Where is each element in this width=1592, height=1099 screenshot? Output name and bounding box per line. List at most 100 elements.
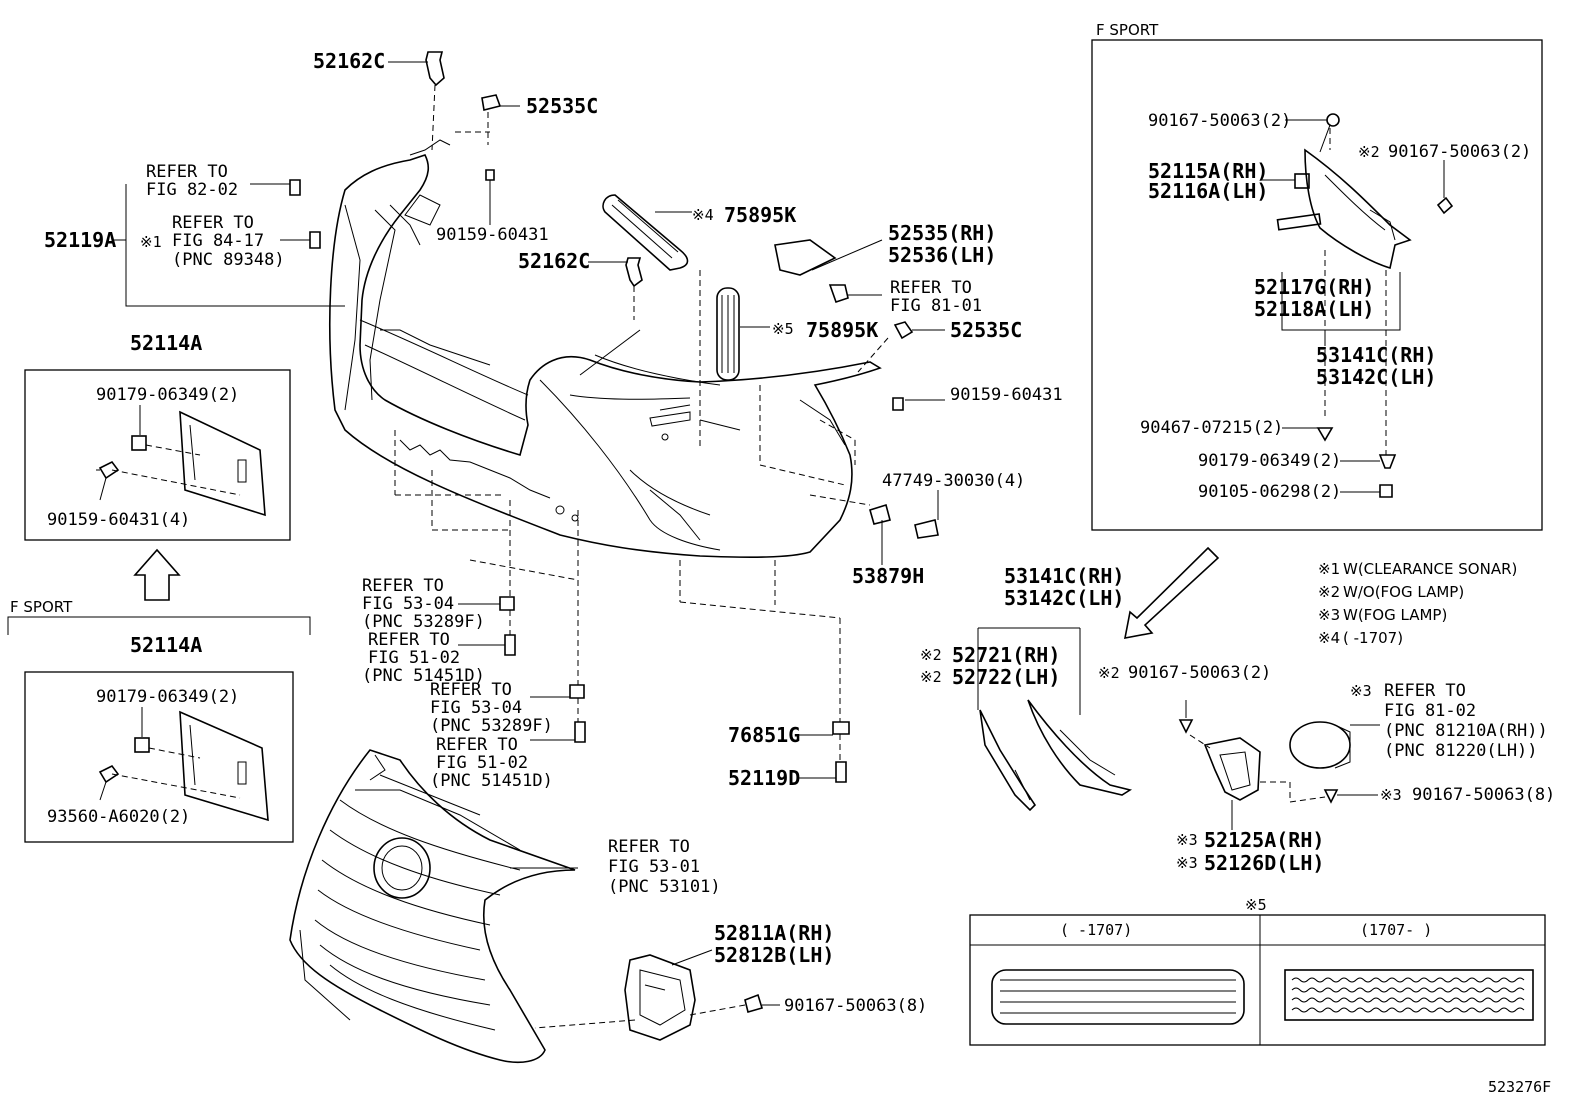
- f-sport-left-label: F SPORT: [10, 598, 73, 616]
- ref-53-01-line3: (PNC 53101): [608, 877, 721, 897]
- legend-item-3-mark: ※3: [1318, 606, 1340, 624]
- legend-item-2-text: W/O(FOG LAMP): [1343, 583, 1464, 601]
- ref-51-02-a-line1: REFER TO: [368, 630, 450, 650]
- leader-lines: [96, 61, 1445, 1029]
- ref-84-17-line1: REFER TO: [172, 213, 254, 233]
- mark-2-a: ※2: [920, 646, 942, 664]
- label-52114a-top: 52114A: [130, 331, 202, 355]
- f-sport-box: [1091, 39, 1543, 531]
- mark-2-c: ※2: [1098, 664, 1120, 682]
- fs-label-90179: 90179-06349(2): [1198, 451, 1341, 471]
- ref-81-02-line3: (PNC 81210A(RH)): [1384, 721, 1548, 741]
- legend-item-1-mark: ※1: [1318, 560, 1340, 578]
- legend-item-1-text: W(CLEARANCE SONAR): [1343, 560, 1517, 578]
- label-52119a: 52119A: [44, 228, 116, 252]
- fs-label-53141c: 53141C(RH): [1316, 343, 1436, 367]
- label-90167-8b: 90167-50063(8): [1412, 785, 1555, 805]
- detail-5-left-header: ( -1707): [1060, 921, 1132, 939]
- label-52722: 52722(LH): [952, 665, 1060, 689]
- ref-53-04-a-line3: (PNC 53289F): [362, 612, 485, 632]
- mark-3-d: ※3: [1176, 854, 1198, 872]
- label-90167-2-mid: 90167-50063(2): [1128, 663, 1271, 683]
- ref-81-01-line1: REFER TO: [890, 278, 972, 298]
- fs-mark-2: ※2: [1358, 143, 1380, 161]
- label-53141c-mid: 53141C(RH): [1004, 564, 1124, 588]
- fasteners: [289, 51, 939, 1013]
- label-93560: 93560-A6020(2): [47, 807, 190, 827]
- fs-label-53142c: 53142C(LH): [1316, 365, 1436, 389]
- label-53142c-mid: 53142C(LH): [1004, 586, 1124, 610]
- mark-1: ※1: [140, 233, 162, 251]
- part-labels: F SPORT F SPORT 52162C 52535C REFER TO F…: [10, 21, 1555, 1096]
- label-52536-lh: 52536(LH): [888, 243, 996, 267]
- label-76851g: 76851G: [728, 723, 800, 747]
- mark-2-b: ※2: [920, 668, 942, 686]
- ref-82-02-line1: REFER TO: [146, 162, 228, 182]
- ref-53-01-line1: REFER TO: [608, 837, 690, 857]
- ref-53-01-line2: FIG 53-01: [608, 857, 700, 877]
- label-90159-60431-b: 90159-60431: [950, 385, 1063, 405]
- label-52125a: 52125A(RH): [1204, 828, 1324, 852]
- label-52535-rh: 52535(RH): [888, 221, 996, 245]
- legend: ※1 W(CLEARANCE SONAR) ※2 W/O(FOG LAMP) ※…: [1318, 560, 1517, 647]
- ref-84-17-line2: FIG 84-17: [172, 231, 264, 251]
- label-90179-a: 90179-06349(2): [96, 385, 239, 405]
- label-90159-4: 90159-60431(4): [47, 510, 190, 530]
- fog-bracket-drawing: [624, 954, 696, 1041]
- diagram-id: 523276F: [1488, 1078, 1551, 1096]
- mark-4: ※4: [692, 206, 714, 224]
- label-90179-b: 90179-06349(2): [96, 687, 239, 707]
- label-52535c-top: 52535C: [526, 94, 598, 118]
- fs-label-90467: 90467-07215(2): [1140, 418, 1283, 438]
- ref-53-04-b-line2: FIG 53-04: [430, 698, 522, 718]
- ref-53-04-b-line3: (PNC 53289F): [430, 716, 553, 736]
- ref-51-02-b-line1: REFER TO: [436, 735, 518, 755]
- f-sport-top-label: F SPORT: [1096, 21, 1159, 39]
- label-90159-60431-a: 90159-60431: [436, 225, 549, 245]
- grille-drawing: [289, 749, 576, 1064]
- label-52119d: 52119D: [728, 766, 800, 790]
- fs-label-90105: 90105-06298(2): [1198, 482, 1341, 502]
- label-52114a-bot: 52114A: [130, 633, 202, 657]
- label-75895k-b: 75895K: [806, 318, 878, 342]
- ref-82-02-line2: FIG 82-02: [146, 180, 238, 200]
- label-52535c-mid: 52535C: [950, 318, 1022, 342]
- detail-5-mark: ※5: [1245, 896, 1267, 914]
- license-bracket-drawings: [7, 369, 311, 843]
- ref-51-02-a-line2: FIG 51-02: [368, 648, 460, 668]
- ref-53-04-a-line2: FIG 53-04: [362, 594, 454, 614]
- ref-81-02-line2: FIG 81-02: [1384, 701, 1476, 721]
- label-52126d: 52126D(LH): [1204, 851, 1324, 875]
- label-52812b: 52812B(LH): [714, 943, 834, 967]
- legend-item-4-mark: ※4: [1318, 629, 1340, 647]
- fs-label-52117g: 52117G(RH): [1254, 275, 1374, 299]
- ref-53-04-a-line1: REFER TO: [362, 576, 444, 596]
- label-52721: 52721(RH): [952, 643, 1060, 667]
- ref-51-02-a-line3: (PNC 51451D): [362, 666, 485, 686]
- ref-81-02-line1: REFER TO: [1384, 681, 1466, 701]
- label-52162c-mid: 52162C: [518, 249, 590, 273]
- lower-right-drawings: [979, 546, 1351, 812]
- ref-53-04-b-line1: REFER TO: [430, 680, 512, 700]
- label-53879h: 53879H: [852, 564, 924, 588]
- fs-label-90167-b: 90167-50063(2): [1388, 142, 1531, 162]
- fs-label-52118a: 52118A(LH): [1254, 297, 1374, 321]
- detail-5-table: ( -1707) (1707- ) ※5: [969, 896, 1546, 1046]
- mark-3-b: ※3: [1380, 786, 1402, 804]
- fs-label-52116a: 52116A(LH): [1148, 179, 1268, 203]
- mark-3-a: ※3: [1350, 682, 1372, 700]
- legend-item-4-text: ( -1707): [1343, 629, 1403, 647]
- mark-3-c: ※3: [1176, 831, 1198, 849]
- fs-label-52115a: 52115A(RH): [1148, 159, 1268, 183]
- legend-item-2-mark: ※2: [1318, 583, 1340, 601]
- ref-51-02-b-line3: (PNC 51451D): [430, 771, 553, 791]
- detail-5-right-header: (1707- ): [1360, 921, 1432, 939]
- ref-81-01-line2: FIG 81-01: [890, 296, 982, 316]
- legend-item-3-text: W(FOG LAMP): [1343, 606, 1447, 624]
- ref-51-02-b-line2: FIG 51-02: [436, 753, 528, 773]
- fs-label-90167-a: 90167-50063(2): [1148, 111, 1291, 131]
- mark-5: ※5: [772, 320, 794, 338]
- ref-84-17-line3: (PNC 89348): [172, 250, 285, 270]
- moulding-strips: [602, 194, 740, 381]
